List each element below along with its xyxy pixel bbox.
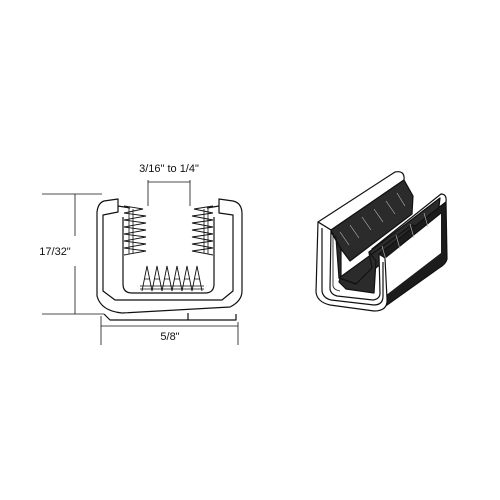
channel-inner-lining <box>122 217 215 294</box>
bottom-pile <box>141 265 203 292</box>
gap-dimension-label: 3/16" to 1/4" <box>139 163 199 175</box>
front-opening-rim <box>332 236 341 292</box>
width-dimension-label: 5/8" <box>160 331 179 343</box>
right-face-highlight <box>385 213 441 296</box>
height-dimension-label: 17/32" <box>39 246 71 258</box>
channel-outer-outline <box>96 198 243 314</box>
left-pile <box>123 205 147 256</box>
left-pile-backing <box>128 208 134 254</box>
right-pile-backing <box>203 208 209 254</box>
left-lip <box>117 205 131 209</box>
dimension-lines <box>42 180 239 345</box>
pile-texture <box>339 192 429 261</box>
right-lip <box>206 205 220 209</box>
front-opening-pile <box>330 231 377 294</box>
cross-section-view <box>96 198 243 321</box>
base-plate <box>103 313 237 321</box>
right-pile <box>191 205 214 256</box>
perspective-view <box>315 171 448 312</box>
pile-texture-right <box>381 212 429 261</box>
bottom-pile-backing <box>140 285 204 290</box>
pile-texture-left <box>339 192 406 246</box>
front-face-inner <box>321 228 384 306</box>
front-face-outer <box>315 221 388 312</box>
